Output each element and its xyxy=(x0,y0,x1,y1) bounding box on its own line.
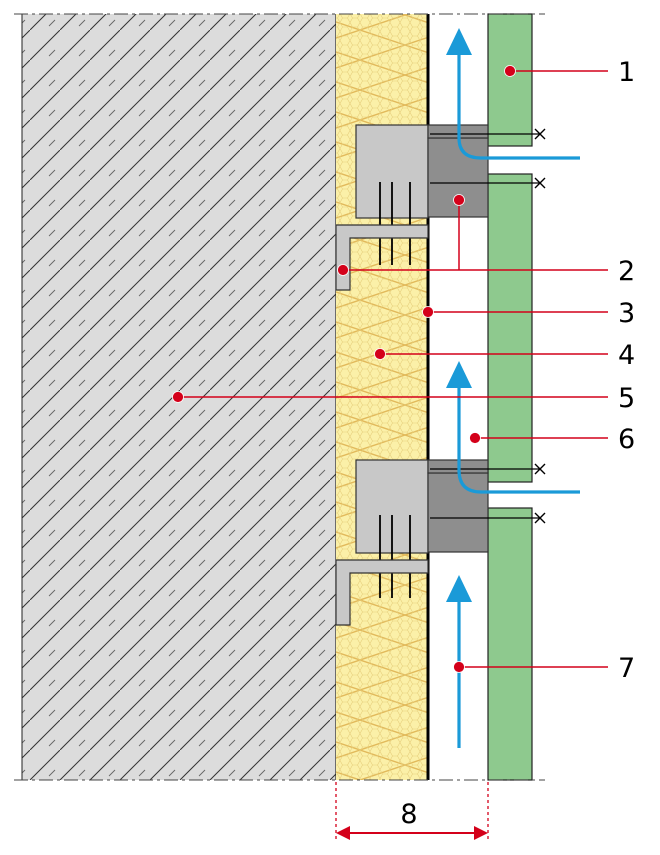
airflow-arrowhead-top xyxy=(446,28,472,55)
callout-label-4: 4 xyxy=(618,340,635,371)
callout-dot-7 xyxy=(453,661,465,673)
callout-label-7: 7 xyxy=(618,653,635,684)
callout-label-2: 2 xyxy=(618,256,635,287)
dimension-line xyxy=(335,782,489,840)
callout-dot-3 xyxy=(422,306,434,318)
dimension-label: 8 xyxy=(400,799,417,830)
callout-label-5: 5 xyxy=(618,383,635,414)
dimension-arrowhead-right xyxy=(474,826,488,840)
airflow-arrowhead-bottom xyxy=(446,575,472,602)
leader-lines xyxy=(178,70,608,668)
airflow-arrows xyxy=(457,52,580,748)
dimension-arrowhead-left xyxy=(336,826,350,840)
callout-dot-2b xyxy=(337,264,349,276)
callout-label-1: 1 xyxy=(618,57,635,88)
callout-dot-1 xyxy=(504,65,516,77)
callout-dot-2a xyxy=(453,194,465,206)
cladding-panels xyxy=(487,13,533,781)
airflow-arrowhead-middle xyxy=(446,361,472,388)
callout-dot-6 xyxy=(469,432,481,444)
lower-fixing-assembly xyxy=(335,459,546,626)
callout-dot-5 xyxy=(172,391,184,403)
callout-label-6: 6 xyxy=(618,424,635,455)
callout-label-3: 3 xyxy=(618,298,635,329)
callout-dot-4 xyxy=(374,348,386,360)
